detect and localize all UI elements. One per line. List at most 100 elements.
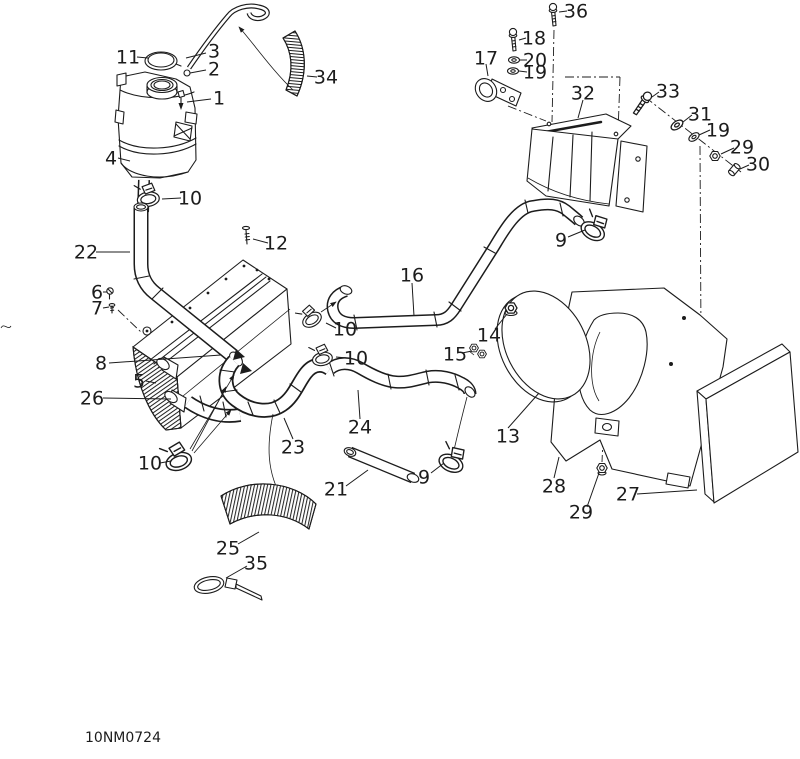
- callout-32-19: 32: [571, 83, 595, 105]
- callout-24-33: 24: [348, 417, 372, 439]
- deflector-bracket-drawing: [526, 113, 648, 213]
- hose-clamp-10a: [294, 302, 325, 332]
- spacer-30-drawing: [727, 162, 741, 177]
- hose-clamp-9b: [434, 440, 471, 477]
- washer-19: [506, 67, 520, 75]
- coolant-reservoir-drawing: [114, 3, 270, 179]
- callout-leader-26-13: [102, 397, 172, 400]
- callout-leader-10-36: [159, 460, 172, 464]
- callout-leader-25-37: [237, 531, 260, 545]
- clamp-10a-pointer: [320, 301, 337, 313]
- callout-26-13: 26: [80, 388, 104, 410]
- callout-leader-32-19: [577, 99, 584, 119]
- callout-15-28: 15: [443, 344, 467, 366]
- callout-19-17: 19: [523, 62, 547, 84]
- callout-leader-4-5: [117, 157, 131, 162]
- callout-10-6: 10: [178, 188, 202, 210]
- fan-shroud-drawing: [550, 287, 728, 487]
- callout-leader-9-35: [430, 462, 445, 474]
- callout-7-10: 7: [91, 298, 103, 320]
- callout-leader-16-26: [411, 282, 415, 317]
- callout-4-5: 4: [105, 148, 117, 170]
- callout-leader-18-15: [518, 37, 527, 41]
- hose-23-drawing: [184, 355, 335, 423]
- vent-fitting-drawing: [183, 69, 191, 77]
- right-fasteners-drawing: [629, 89, 741, 177]
- callout-leader-10-30: [335, 356, 348, 359]
- callout-25-37: 25: [216, 538, 240, 560]
- hose-clamp-9a: [576, 208, 614, 246]
- callout-23-32: 23: [281, 437, 305, 459]
- callout-leader-31-21: [682, 114, 693, 123]
- screw-6-drawing: [106, 287, 114, 300]
- diagram-code: 10NM0724: [85, 730, 161, 746]
- top-fasteners-drawing: [474, 2, 558, 107]
- callout-10-29: 10: [333, 319, 357, 341]
- callout-leader-29-23: [720, 147, 735, 155]
- callout-6-9: 6: [91, 282, 103, 304]
- callout-leader-34-4: [306, 75, 318, 78]
- callout-30-24: 30: [746, 154, 770, 176]
- callout-33-20: 33: [656, 81, 680, 103]
- callout-14-27: 14: [477, 325, 501, 347]
- callout-leader-3-1: [185, 52, 207, 59]
- washer-31: [668, 117, 686, 133]
- callout-27-41: 27: [616, 484, 640, 506]
- nut-29b: [596, 462, 608, 474]
- callout-leader-5-12: [145, 380, 157, 384]
- callout-11-0: 11: [116, 47, 140, 69]
- bolt-18: [508, 27, 518, 52]
- callout-leader-10-29: [325, 322, 337, 329]
- callout-leader-27-41: [636, 489, 698, 495]
- callout-leader-10-6: [161, 197, 182, 200]
- hose-16-drawing: [326, 198, 585, 331]
- coolant-pipe-drawing: [133, 202, 252, 374]
- callout-leader-23-32: [283, 417, 294, 440]
- callout-leader-11-0: [136, 56, 149, 59]
- callout-leader-30-24: [739, 164, 750, 170]
- callout-leader-2-2: [189, 69, 207, 74]
- callout-leader-15-28: [461, 350, 473, 354]
- callout-21-34: 21: [324, 479, 348, 501]
- cable-tie-drawing: [193, 576, 263, 601]
- callout-9-25: 9: [555, 230, 567, 252]
- callout-35-38: 35: [244, 553, 268, 575]
- callout-leader-1-3: [186, 98, 212, 103]
- callout-20-16: 20: [523, 50, 547, 72]
- callout-17-18: 17: [474, 48, 498, 70]
- callout-leader-28-39: [553, 456, 560, 479]
- callout-2-2: 2: [208, 59, 220, 81]
- callout-29-40: 29: [569, 502, 593, 524]
- hose-clamp-10c: [158, 439, 195, 475]
- callout-10-30: 10: [344, 348, 368, 370]
- clamp-bracket-17-drawing: [474, 78, 522, 107]
- radiator-drawing: [665, 343, 799, 504]
- reservoir-cap-drawing: [144, 51, 182, 71]
- washer-20: [507, 56, 521, 64]
- callout-29-23: 29: [730, 137, 754, 159]
- bolt-33: [629, 89, 655, 117]
- nut-29: [709, 150, 721, 162]
- callout-16-26: 16: [400, 265, 424, 287]
- callout-31-21: 31: [688, 104, 712, 126]
- callout-18-15: 18: [522, 28, 546, 50]
- corrugated-hose-drawing: [220, 483, 317, 530]
- vent-hose-drawing: [186, 3, 270, 70]
- callout-leader-36-14: [558, 10, 568, 13]
- callout-19-22: 19: [706, 120, 730, 142]
- callout-8-11: 8: [95, 353, 107, 375]
- callout-leader-35-38: [225, 565, 248, 579]
- callout-leader-12-8: [252, 238, 269, 244]
- callout-13-31: 13: [496, 426, 520, 448]
- callout-22-7: 22: [74, 242, 98, 264]
- callout-10-36: 10: [138, 453, 162, 475]
- callout-leader-19-22: [698, 129, 711, 136]
- callout-28-39: 28: [542, 476, 566, 498]
- hose-24-drawing: [325, 357, 477, 398]
- leader-curve-9b: [453, 396, 468, 451]
- callout-leader-8-11: [108, 354, 222, 364]
- callout-leader-14-27: [494, 313, 508, 330]
- callout-5-12: 5: [133, 371, 145, 393]
